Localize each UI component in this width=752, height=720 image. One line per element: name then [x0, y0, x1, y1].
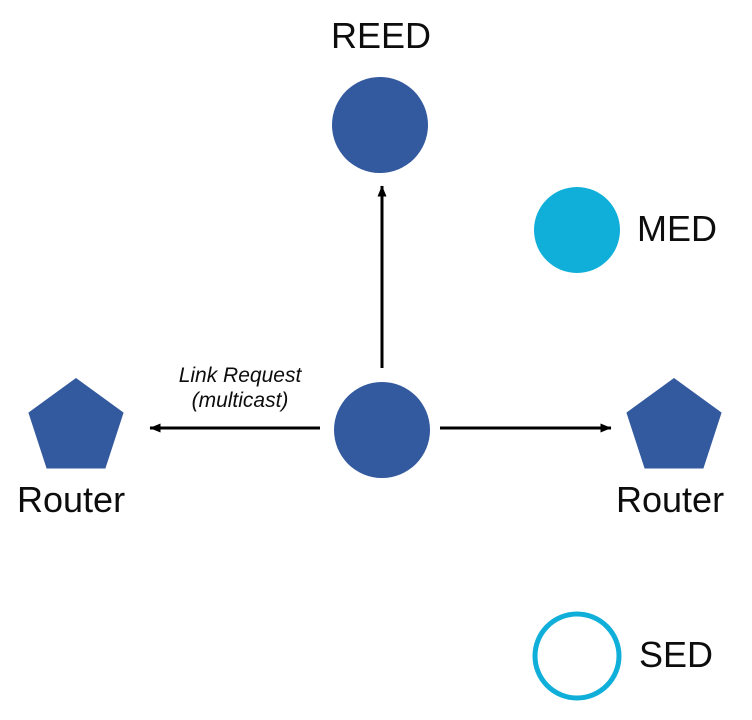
- node-label-router-right: Router: [616, 479, 725, 520]
- node-router-right[interactable]: [626, 378, 722, 469]
- node-label-reed: REED: [331, 15, 432, 56]
- node-reed[interactable]: [332, 77, 428, 173]
- node-label-router-left: Router: [17, 479, 126, 520]
- edge-label-link-request: Link Request (multicast): [165, 363, 315, 413]
- node-router-left[interactable]: [28, 378, 124, 469]
- node-label-sed: SED: [639, 634, 714, 675]
- edge-label-line-2: (multicast): [191, 389, 289, 412]
- node-sed[interactable]: [532, 611, 622, 701]
- node-sender-router[interactable]: [334, 382, 430, 478]
- node-label-med: MED: [637, 208, 717, 249]
- node-med[interactable]: [534, 187, 620, 273]
- edge-label-line-1: Link Request: [178, 364, 302, 387]
